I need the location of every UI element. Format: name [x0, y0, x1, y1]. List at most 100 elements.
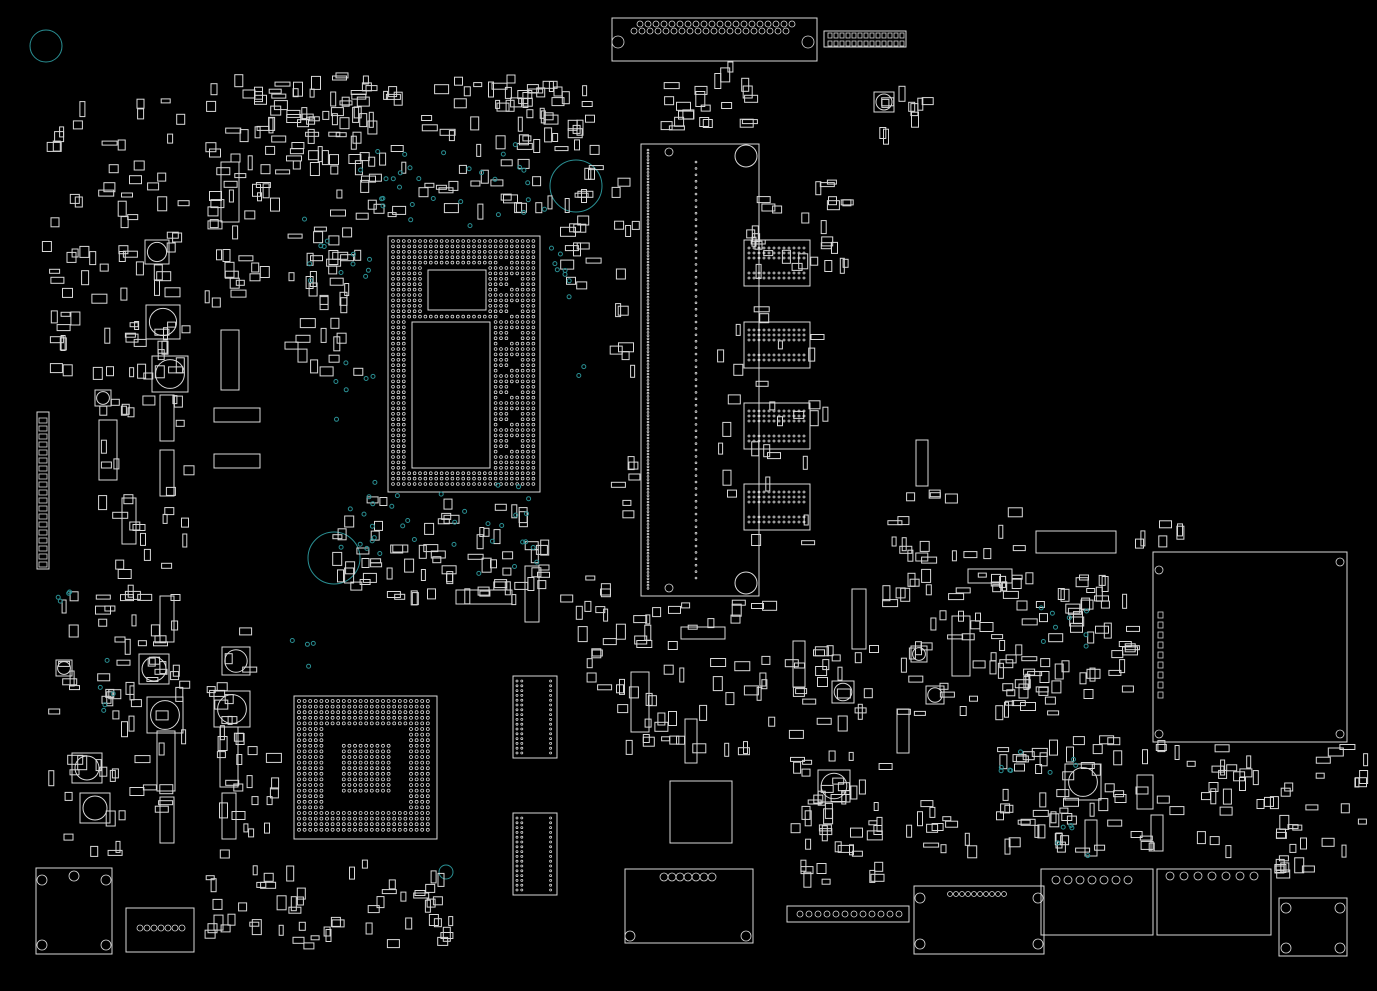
smd-part-10-0 [271, 777, 280, 790]
memory-chip-1[interactable] [743, 239, 811, 287]
smd-part-5-29 [319, 366, 334, 377]
sodimm-ic-upper[interactable] [512, 675, 558, 759]
sd-card-reader[interactable] [1152, 551, 1348, 743]
smd-part-0-52 [79, 245, 90, 258]
vga-connector-strip[interactable] [786, 905, 910, 923]
smd-part-7-29 [581, 101, 593, 107]
pin-header-top[interactable] [823, 30, 907, 48]
smd-part-5-24 [319, 296, 329, 311]
ic-pad-1-30 [515, 864, 519, 868]
cpu-pad-380 [531, 368, 536, 373]
smd-part-0-45 [153, 264, 163, 281]
cpu-pad-224 [493, 298, 498, 303]
smd-part-24-1 [1000, 803, 1011, 814]
usb-port-right-a[interactable] [1156, 868, 1272, 936]
pch-pad-206 [341, 760, 346, 765]
pch-pad-406 [420, 822, 425, 827]
mem-pad-2-0 [747, 409, 751, 413]
pch-pad-198 [414, 755, 419, 759]
smd-part-1-3 [175, 419, 185, 427]
pch-pad-51 [313, 710, 318, 715]
sata-connector[interactable] [611, 17, 818, 62]
via-90 [369, 538, 375, 544]
cpu-pad-561 [391, 471, 395, 476]
smd-part-10-8 [269, 787, 279, 799]
cpu-pad-367 [499, 363, 503, 368]
cpu-pad-438 [520, 401, 525, 405]
capacitor-tall-5 [121, 497, 137, 545]
hdmi-port[interactable] [125, 907, 195, 953]
smd-part-26-2 [1294, 857, 1305, 874]
lvds-connector[interactable] [36, 411, 50, 570]
sodimm-ic-lower[interactable] [512, 812, 558, 896]
smd-part-3-49 [234, 74, 244, 88]
mem-pad-2-21 [792, 414, 796, 418]
smd-part-25-53 [1359, 770, 1369, 784]
dimm-latch-bottom [734, 571, 758, 595]
cpu-pad-34 [428, 244, 433, 249]
pch-pad-60 [364, 710, 369, 715]
inductor-body-6 [79, 792, 111, 824]
smd-part-0-62 [59, 337, 67, 351]
smd-part-19-0 [734, 661, 751, 672]
smd-part-10-16 [266, 796, 273, 806]
ec-chip[interactable] [669, 780, 733, 844]
mem-pad-1-9 [792, 328, 796, 332]
usb-port-right-b[interactable] [1278, 897, 1348, 957]
smd-part-15-24 [752, 233, 761, 243]
dimm-pin-b-341 [694, 339, 698, 343]
smd-part-24-49 [1107, 819, 1123, 827]
smd-part-11-33 [381, 889, 397, 895]
pch-pad-275 [308, 783, 313, 787]
smd-part-17-9 [921, 97, 934, 106]
dimm-pin-a-163 [646, 161, 650, 165]
dimm-pin-a-345 [646, 343, 650, 347]
smd-part-18-50 [901, 537, 907, 552]
pch-pad-36 [364, 704, 369, 709]
audio-jack[interactable] [624, 868, 754, 944]
smd-part-18-8 [1020, 702, 1036, 711]
smd-part-9-19 [531, 567, 542, 578]
smd-part-9-55 [467, 553, 484, 560]
cpu-pad-185 [504, 282, 509, 287]
pch-bga-package[interactable] [293, 695, 438, 840]
pch-pad-378 [397, 816, 402, 821]
pch-pad-320 [308, 799, 313, 804]
usb-port-left[interactable] [35, 867, 113, 955]
pch-pad-92 [409, 715, 413, 720]
smd-part-13-6 [628, 461, 639, 470]
so-dimm-slot[interactable] [640, 143, 760, 597]
mem-pad-0-16 [767, 251, 771, 255]
cpu-pad-121 [461, 260, 466, 265]
cpu-pad-542 [493, 460, 498, 465]
fpc-connector[interactable] [1035, 530, 1117, 554]
dimm-pin-b-501 [694, 499, 698, 503]
smd-part-25-48 [1327, 747, 1344, 757]
mem-pad-0-12 [747, 251, 751, 255]
pch-pad-274 [302, 783, 307, 787]
mem-pad-2-51 [762, 439, 766, 443]
smd-part-8-9 [569, 223, 582, 233]
cpu-pad-36 [439, 244, 444, 249]
cpu-pad-443 [401, 406, 406, 411]
cpu-bga-package[interactable] [387, 235, 541, 493]
mem-pad-0-38 [757, 271, 761, 275]
rj45-port-b[interactable] [1040, 868, 1154, 936]
lvds-pin-426 [38, 425, 48, 432]
cpu-pad-525 [520, 449, 525, 454]
smd-part-2-20 [95, 605, 111, 615]
pch-pad-264 [364, 777, 369, 782]
cpu-pad-510 [391, 444, 395, 449]
memory-chip-4[interactable] [743, 483, 811, 531]
memory-chip-2[interactable] [743, 321, 811, 369]
dimm-pin-a-268 [646, 267, 650, 270]
cpu-pad-287 [499, 320, 503, 324]
pch-pad-123 [313, 727, 318, 731]
cpu-pad-259 [396, 314, 401, 319]
rj45-port-a[interactable] [913, 885, 1045, 955]
smd-part-0-11 [127, 407, 135, 418]
smd-part-20-5 [788, 729, 804, 739]
pch-pad-366 [330, 816, 335, 821]
cpu-pad-297 [493, 325, 498, 330]
cpu-pad-389 [520, 374, 525, 378]
